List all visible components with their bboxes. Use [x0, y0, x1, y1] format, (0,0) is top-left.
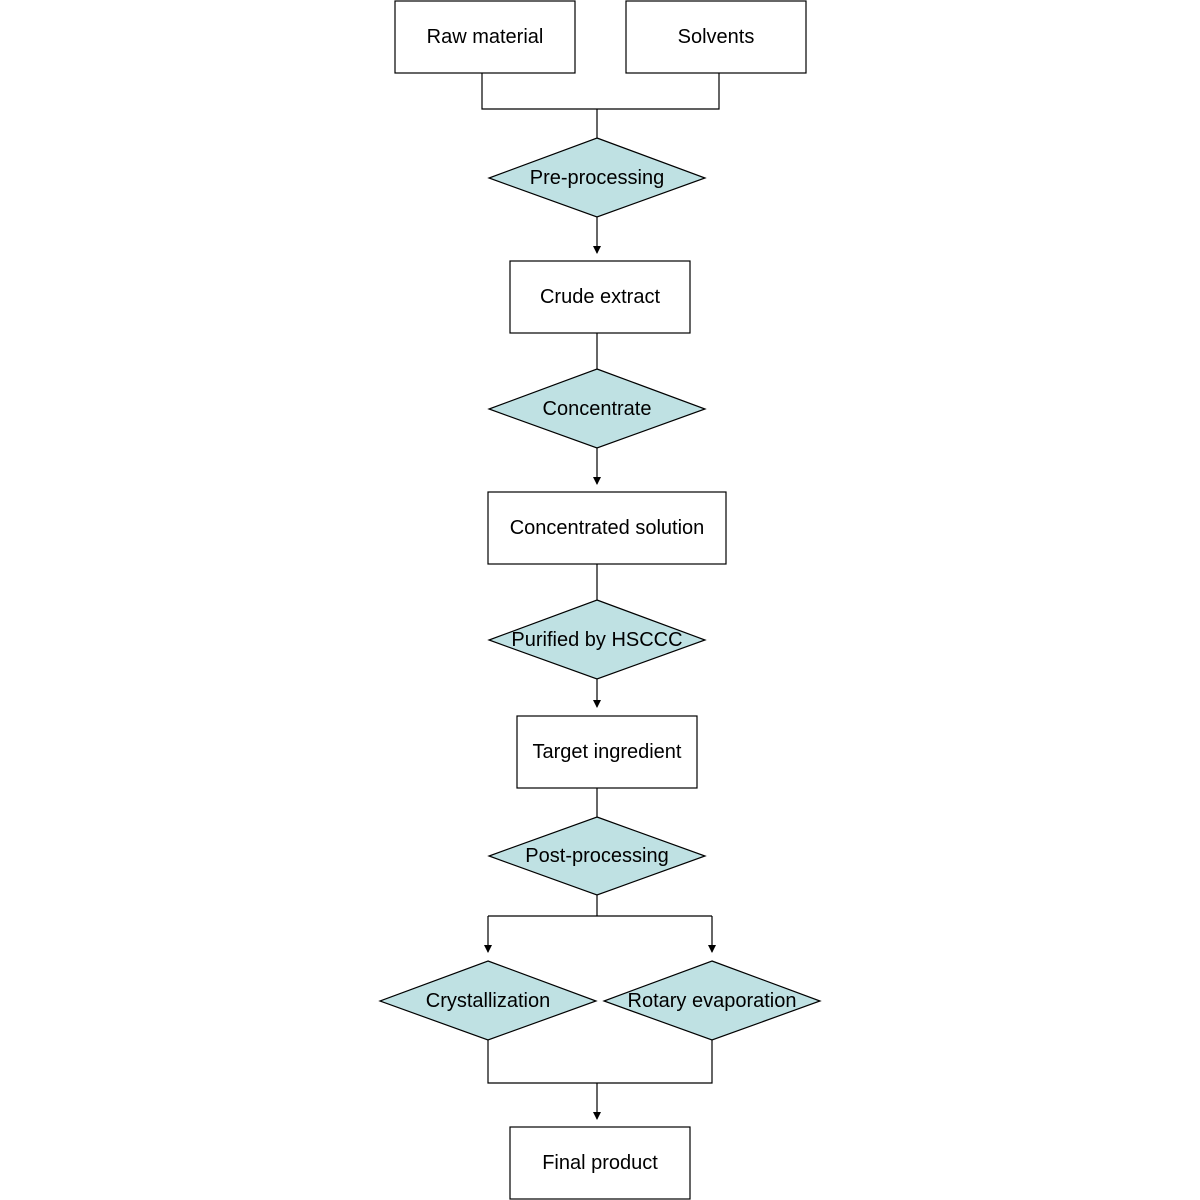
node-label: Pre-processing	[530, 167, 665, 189]
node-crystallization: Crystallization	[378, 960, 598, 1041]
node-solvents: Solvents	[625, 0, 807, 74]
connector-post-processing-split	[488, 895, 712, 917]
node-label: Raw material	[427, 26, 544, 48]
node-label: Target ingredient	[533, 741, 682, 763]
node-label: Crude extract	[540, 286, 660, 308]
node-label: Concentrated solution	[510, 517, 705, 539]
node-final-product: Final product	[509, 1126, 691, 1200]
node-label: Purified by HSCCC	[511, 629, 682, 651]
connector-inputs-merge	[481, 73, 720, 110]
node-label: Concentrate	[543, 398, 652, 420]
node-pre-processing: Pre-processing	[487, 137, 707, 218]
node-target-ingredient: Target ingredient	[516, 715, 698, 789]
node-label: Final product	[542, 1152, 658, 1174]
node-concentrated-solution: Concentrated solution	[487, 491, 727, 565]
node-raw-material: Raw material	[394, 0, 576, 74]
node-label: Solvents	[678, 26, 755, 48]
node-label: Post-processing	[525, 845, 668, 867]
node-rotary-evaporation: Rotary evaporation	[602, 960, 822, 1041]
connectors	[481, 73, 720, 1120]
node-concentrate: Concentrate	[487, 368, 707, 449]
node-label: Rotary evaporation	[628, 990, 797, 1012]
node-crude-extract: Crude extract	[509, 260, 691, 334]
connector-outputs-merge	[487, 1040, 713, 1084]
node-label: Crystallization	[426, 990, 550, 1012]
node-purified-by-hsccc: Purified by HSCCC	[487, 599, 707, 680]
node-post-processing: Post-processing	[487, 816, 707, 896]
